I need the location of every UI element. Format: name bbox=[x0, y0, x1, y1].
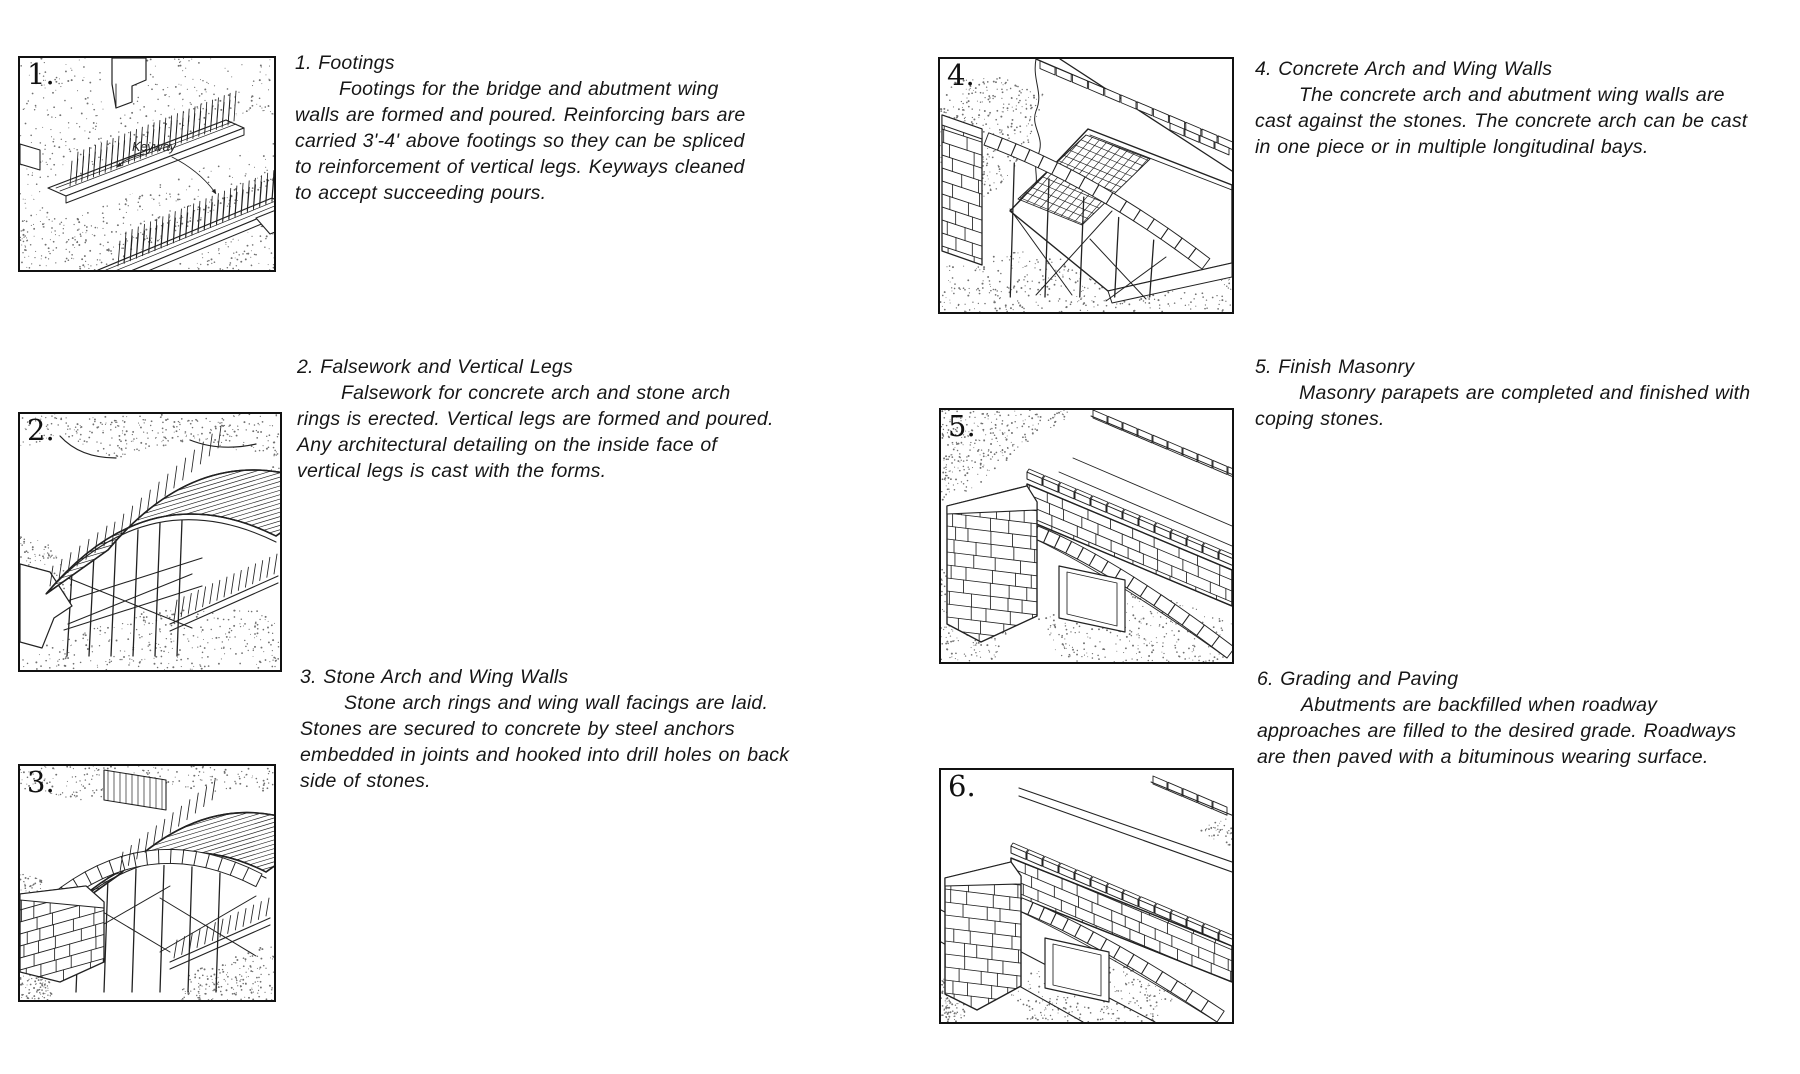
panel-2-falsework: 2. bbox=[18, 412, 282, 672]
falsework-illustration bbox=[20, 414, 280, 670]
stone-arch-illustration bbox=[20, 766, 274, 1000]
step-title: 6. Grading and Paving bbox=[1257, 668, 1459, 690]
step-body: The concrete arch and abutment wing wall… bbox=[1255, 84, 1748, 158]
step-body: Abutments are backfilled when roadway ap… bbox=[1257, 694, 1737, 768]
panel-number: 4. bbox=[947, 58, 975, 92]
step-4-text: 4. Concrete Arch and Wing Walls The conc… bbox=[1255, 56, 1753, 160]
grading-paving-illustration bbox=[941, 775, 1232, 1022]
step-body: Masonry parapets are completed and finis… bbox=[1255, 382, 1751, 430]
step-title: 2. Falsework and Vertical Legs bbox=[297, 356, 573, 378]
step-5-text: 5. Finish Masonry Masonry parapets are c… bbox=[1255, 354, 1755, 432]
keyway-label: Keyway bbox=[132, 140, 176, 154]
panel-number: 3. bbox=[27, 765, 55, 799]
panel-5-finish-masonry: 5. bbox=[939, 408, 1234, 664]
step-body: Footings for the bridge and abutment win… bbox=[295, 78, 746, 204]
step-2-text: 2. Falsework and Vertical Legs Falsework… bbox=[297, 354, 775, 484]
step-6-text: 6. Grading and Paving Abutments are back… bbox=[1257, 666, 1754, 770]
panel-1-footings: 1. Keyway bbox=[18, 56, 276, 272]
step-3-text: 3. Stone Arch and Wing Walls Stone arch … bbox=[300, 664, 792, 794]
step-title: 4. Concrete Arch and Wing Walls bbox=[1255, 58, 1553, 80]
panel-3-stone-arch: 3. bbox=[18, 764, 276, 1002]
finish-masonry-illustration bbox=[941, 410, 1232, 662]
panel-4-concrete-arch: 4. bbox=[938, 57, 1234, 314]
step-title: 5. Finish Masonry bbox=[1255, 356, 1415, 378]
concrete-arch-illustration bbox=[940, 59, 1232, 312]
panel-6-grading-paving: 6. bbox=[939, 768, 1234, 1024]
step-1-text: 1. Footings Footings for the bridge and … bbox=[295, 50, 750, 206]
step-body: Stone arch rings and wing wall facings a… bbox=[300, 692, 790, 792]
step-title: 1. Footings bbox=[295, 52, 395, 74]
step-title: 3. Stone Arch and Wing Walls bbox=[300, 666, 569, 688]
panel-number: 2. bbox=[27, 413, 55, 447]
panel-number: 1. bbox=[27, 57, 55, 91]
panel-number: 5. bbox=[948, 409, 976, 443]
step-body: Falsework for concrete arch and stone ar… bbox=[297, 382, 774, 482]
footings-illustration bbox=[20, 58, 274, 270]
panel-number: 6. bbox=[948, 769, 976, 803]
